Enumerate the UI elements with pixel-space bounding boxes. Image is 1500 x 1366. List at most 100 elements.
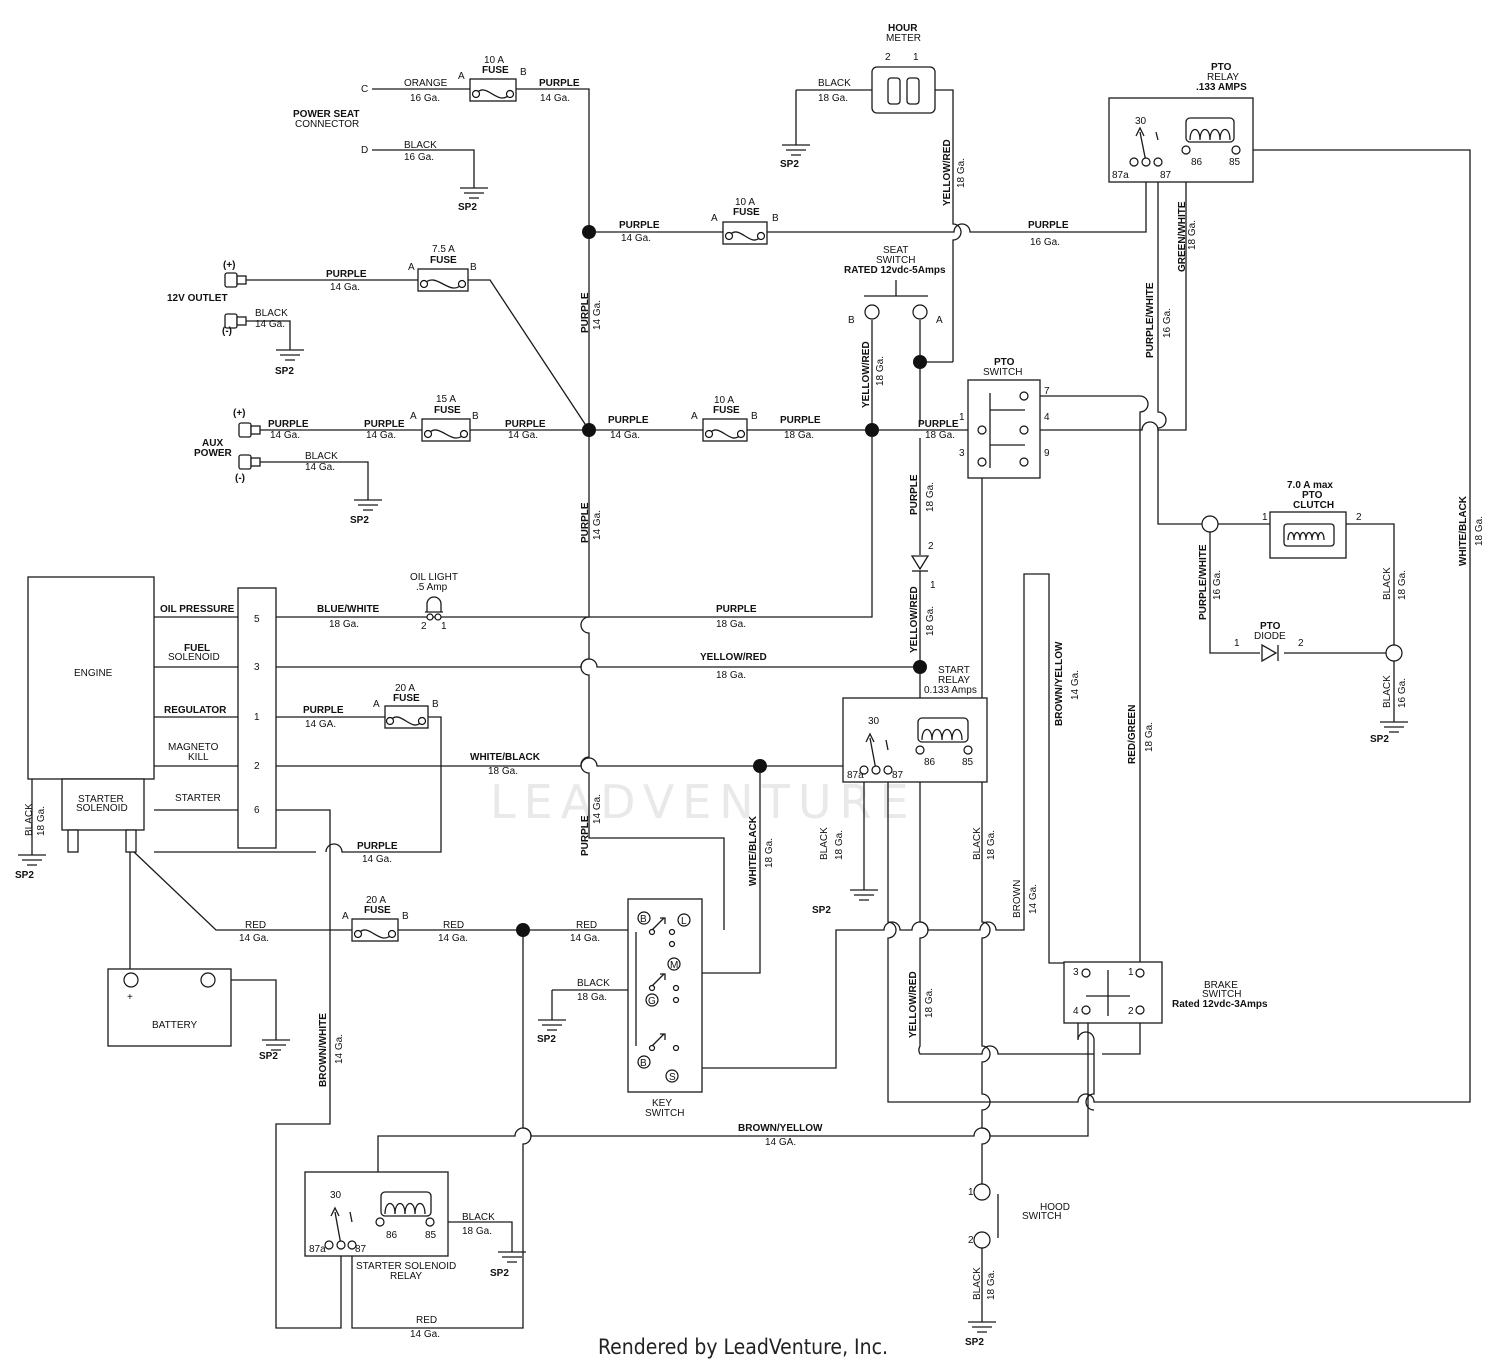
svg-text:BLACK: BLACK [1382, 675, 1393, 708]
svg-text:+: + [127, 992, 133, 1003]
svg-text:14 Ga.: 14 Ga. [1028, 884, 1039, 914]
svg-text:1: 1 [254, 712, 260, 723]
svg-text:PURPLE/WHITE: PURPLE/WHITE [1145, 282, 1156, 358]
svg-text:18 Ga.: 18 Ga. [329, 619, 359, 630]
svg-text:B: B [751, 411, 758, 422]
svg-text:START: START [938, 665, 970, 676]
svg-text:87a: 87a [309, 1244, 326, 1255]
svg-text:STARTER: STARTER [175, 793, 221, 804]
svg-text:PURPLE: PURPLE [716, 604, 757, 615]
svg-text:B: B [432, 699, 439, 710]
svg-text:87a: 87a [1112, 170, 1129, 181]
svg-text:18 Ga.: 18 Ga. [716, 670, 746, 681]
svg-text:SWITCH: SWITCH [1202, 989, 1241, 1000]
svg-text:BROWN: BROWN [1012, 880, 1023, 918]
power-seat-connector: POWER SEAT CONNECTOR C D [293, 84, 368, 156]
svg-text:2: 2 [421, 621, 427, 632]
ground-symbol [18, 854, 46, 866]
svg-text:SWITCH: SWITCH [983, 367, 1022, 378]
svg-text:PURPLE: PURPLE [1028, 220, 1069, 231]
aux-power: (+) (-) AUX POWER [194, 408, 261, 484]
svg-text:YELLOW/RED: YELLOW/RED [942, 139, 953, 206]
ground-symbol [460, 187, 488, 199]
svg-text:BLACK: BLACK [305, 451, 338, 462]
svg-text:.5 Amp: .5 Amp [416, 582, 448, 593]
svg-text:16 Ga.: 16 Ga. [1030, 237, 1060, 248]
wires [31, 88, 1471, 1329]
svg-text:SEAT: SEAT [883, 245, 908, 256]
svg-text:2: 2 [254, 761, 260, 772]
svg-text:16 Ga.: 16 Ga. [410, 93, 440, 104]
svg-text:14 GA.: 14 GA. [305, 719, 336, 730]
footer-credit: Rendered by LeadVenture, Inc. [598, 1335, 888, 1359]
svg-text:(-): (-) [222, 326, 232, 337]
pto-relay: PTO RELAY .133 AMPS 30 87a 87 86 85 [1108, 62, 1254, 183]
svg-text:14 Ga.: 14 Ga. [334, 1034, 345, 1064]
svg-text:2: 2 [1356, 512, 1362, 523]
svg-text:5: 5 [254, 614, 260, 625]
svg-text:14 GA.: 14 GA. [765, 1137, 796, 1148]
svg-text:87: 87 [1160, 170, 1172, 181]
svg-text:SP2: SP2 [490, 1268, 509, 1279]
svg-text:GREEN/WHITE: GREEN/WHITE [1177, 201, 1188, 272]
svg-text:14 Ga.: 14 Ga. [1070, 670, 1081, 700]
svg-text:PURPLE: PURPLE [357, 841, 398, 852]
svg-text:M: M [670, 960, 678, 971]
svg-text:SP2: SP2 [812, 905, 831, 916]
svg-text:WHITE/BLACK: WHITE/BLACK [470, 752, 541, 763]
svg-text:SP2: SP2 [780, 159, 799, 170]
svg-text:BLACK: BLACK [24, 803, 35, 836]
oil-light: OIL LIGHT .5 Amp 2 1 [410, 572, 458, 632]
outlet-12v: (+) (-) 12V OUTLET [167, 260, 247, 337]
svg-text:14 Ga.: 14 Ga. [621, 233, 651, 244]
svg-text:18 Ga.: 18 Ga. [925, 430, 955, 441]
svg-text:14 Ga.: 14 Ga. [366, 430, 396, 441]
svg-text:3: 3 [254, 662, 260, 673]
svg-text:18 Ga.: 18 Ga. [716, 619, 746, 630]
svg-text:MAGNETO: MAGNETO [168, 742, 219, 753]
svg-text:WHITE/BLACK: WHITE/BLACK [1458, 495, 1469, 566]
svg-text:A: A [711, 213, 718, 224]
svg-text:REGULATOR: REGULATOR [164, 705, 227, 716]
svg-text:A: A [373, 699, 380, 710]
svg-text:6: 6 [254, 805, 260, 816]
svg-text:14 Ga.: 14 Ga. [438, 933, 468, 944]
svg-text:18 Ga.: 18 Ga. [1187, 220, 1198, 250]
ground-labels: SP2 SP2 SP2 SP2 SP2 SP2 SP2 SP2 SP2 SP2 … [15, 159, 1389, 1348]
svg-text:15 A: 15 A [436, 394, 456, 405]
svg-text:AUX: AUX [202, 438, 223, 449]
svg-text:.133 AMPS: .133 AMPS [1196, 82, 1247, 93]
svg-text:RELAY: RELAY [390, 1271, 422, 1282]
svg-text:30: 30 [868, 716, 880, 727]
svg-text:YELLOW/RED: YELLOW/RED [908, 971, 919, 1038]
svg-text:18 Ga.: 18 Ga. [488, 766, 518, 777]
svg-text:86: 86 [386, 1230, 398, 1241]
svg-text:SOLENOID: SOLENOID [168, 652, 220, 663]
svg-text:PTO: PTO [1260, 621, 1281, 632]
svg-text:0.133 Amps: 0.133 Amps [924, 685, 977, 696]
svg-text:14 Ga.: 14 Ga. [239, 933, 269, 944]
svg-text:18 Ga.: 18 Ga. [924, 988, 935, 1018]
svg-text:BROWN/YELLOW: BROWN/YELLOW [1054, 641, 1065, 726]
svg-text:1: 1 [1128, 967, 1134, 978]
svg-text:FUSE: FUSE [393, 693, 420, 704]
svg-text:PURPLE: PURPLE [539, 78, 580, 89]
svg-text:B: B [472, 411, 479, 422]
svg-text:BLACK: BLACK [818, 78, 851, 89]
svg-text:WHITE/BLACK: WHITE/BLACK [748, 815, 759, 886]
svg-text:18 Ga.: 18 Ga. [1397, 570, 1408, 600]
svg-text:PURPLE: PURPLE [580, 815, 591, 856]
svg-text:(-): (-) [235, 473, 245, 484]
hour-meter: HOUR METER 2 1 [871, 23, 936, 114]
svg-text:14 Ga.: 14 Ga. [410, 1329, 440, 1340]
svg-text:85: 85 [1229, 157, 1241, 168]
ground-symbol [276, 349, 304, 361]
svg-text:POWER: POWER [194, 448, 233, 459]
svg-text:7.0 A max: 7.0 A max [1287, 480, 1333, 491]
svg-text:18 Ga.: 18 Ga. [784, 430, 814, 441]
svg-text:RED/GREEN: RED/GREEN [1127, 705, 1138, 764]
